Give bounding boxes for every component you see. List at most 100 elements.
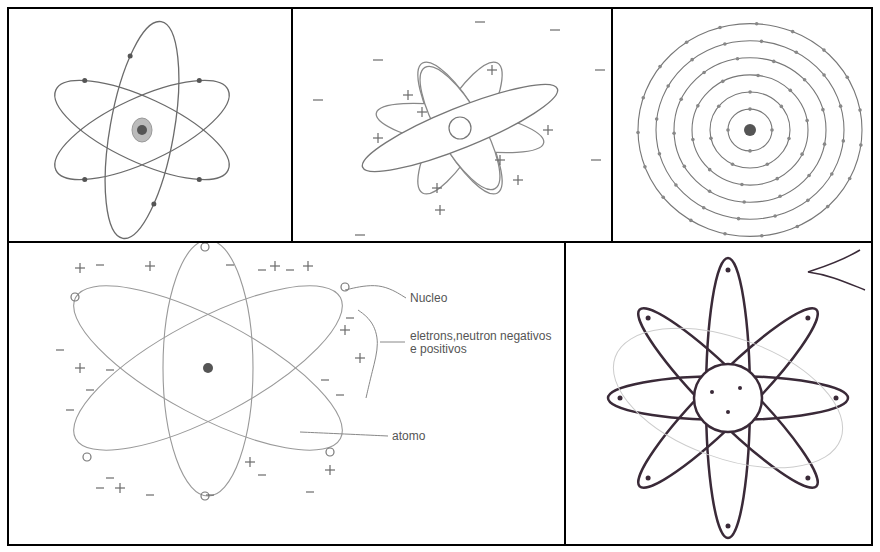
electron-dot: [772, 60, 776, 64]
minus-sign: [346, 317, 354, 318]
electron-dot: [773, 214, 777, 218]
electron-dot: [658, 65, 662, 69]
electron-dot: [674, 183, 678, 187]
electron-shell: [692, 75, 808, 185]
minus-sign: [550, 29, 560, 30]
electron-dot: [765, 162, 769, 166]
electron-shell: [710, 92, 790, 168]
panel-border: [292, 8, 612, 242]
electron-dot: [858, 108, 862, 112]
plus-sign: [149, 261, 150, 271]
electron-dot: [708, 189, 712, 193]
electron-dot: [787, 137, 791, 141]
particle-circle: [71, 293, 79, 301]
electron-dot: [726, 524, 731, 529]
electron-dot: [826, 205, 830, 209]
electron-shell: [728, 109, 772, 151]
electron-dot: [830, 172, 834, 176]
electron-dot: [748, 107, 752, 111]
electron-dot: [778, 195, 782, 199]
electron-dot: [845, 75, 849, 79]
minus-sign: [226, 264, 234, 265]
electron-dot: [859, 143, 863, 147]
leader-line: [358, 310, 377, 398]
electron-dot: [646, 475, 651, 480]
electron-dot: [702, 71, 706, 75]
electron-shell: [638, 24, 862, 237]
electron-dot: [834, 396, 839, 401]
electron-dot: [760, 40, 764, 44]
plus-sign: [307, 261, 308, 271]
plus-sign: [79, 363, 80, 373]
panel-border: [565, 242, 872, 545]
electron-dot: [740, 183, 744, 187]
leader-line: [300, 432, 388, 436]
minus-sign: [96, 264, 104, 265]
electron-dot: [636, 131, 640, 135]
electron-dot: [661, 195, 665, 199]
orbit-ellipse: [163, 243, 253, 496]
electron-dot: [780, 105, 784, 109]
electron-dot: [736, 57, 740, 61]
minus-sign: [321, 379, 329, 380]
minus-sign: [595, 69, 605, 70]
nucleus: [449, 117, 471, 139]
electron-dot: [760, 234, 764, 238]
plus-sign: [274, 261, 275, 271]
plus-sign: [439, 205, 440, 215]
electron-dot: [702, 206, 706, 210]
electron-dot: [708, 168, 712, 172]
nucleus: [137, 125, 147, 135]
electron-dot: [689, 219, 693, 223]
electron-dot: [775, 177, 779, 181]
petal-orbit: [355, 70, 565, 186]
electron-dot: [696, 104, 700, 108]
nucleus: [744, 124, 756, 136]
plus-sign: [344, 325, 345, 335]
electron-dot: [197, 177, 202, 182]
electron-dot: [848, 177, 852, 181]
electron-dot: [717, 104, 721, 108]
petal-orbit: [624, 294, 832, 502]
minus-sign: [96, 487, 104, 488]
panel-border: [8, 242, 565, 545]
electron-dot: [805, 475, 810, 480]
leader-line: [345, 286, 406, 298]
electron-dot: [82, 177, 87, 182]
callout-label: atomo: [392, 430, 472, 443]
electron-dot: [788, 89, 792, 93]
electron-dot: [655, 117, 659, 121]
minus-sign: [106, 477, 114, 478]
electron-dot: [742, 200, 746, 204]
electron-dot: [822, 48, 826, 52]
electron-shell: [674, 58, 826, 202]
minus-sign: [336, 394, 344, 395]
orbit-ellipse: [91, 16, 192, 241]
plus-sign: [249, 457, 250, 467]
minus-sign: [206, 494, 214, 495]
panel-border: [612, 8, 872, 242]
electron-dot: [197, 78, 202, 83]
stray-stroke: [808, 250, 865, 290]
plus-sign: [407, 90, 408, 100]
electron-dot: [690, 58, 694, 62]
particle-dot: [738, 386, 742, 390]
plus-sign: [517, 175, 518, 185]
electron-dot: [800, 152, 804, 156]
orbit-ellipse: [53, 255, 363, 481]
minus-sign: [86, 389, 94, 390]
particle-circle: [201, 243, 209, 251]
minus-sign: [56, 349, 64, 350]
electron-dot: [666, 84, 670, 88]
orbit-ellipse: [42, 61, 241, 199]
electron-dot: [683, 165, 687, 169]
electron-dot: [723, 42, 727, 46]
minus-sign: [258, 269, 266, 270]
electron-dot: [658, 152, 662, 156]
electron-dot: [646, 316, 651, 321]
electron-dot: [718, 26, 722, 30]
atom-sketch: [313, 22, 605, 235]
electron-dot: [672, 131, 676, 135]
electron-dot: [737, 217, 741, 221]
electron-dot: [726, 268, 731, 273]
